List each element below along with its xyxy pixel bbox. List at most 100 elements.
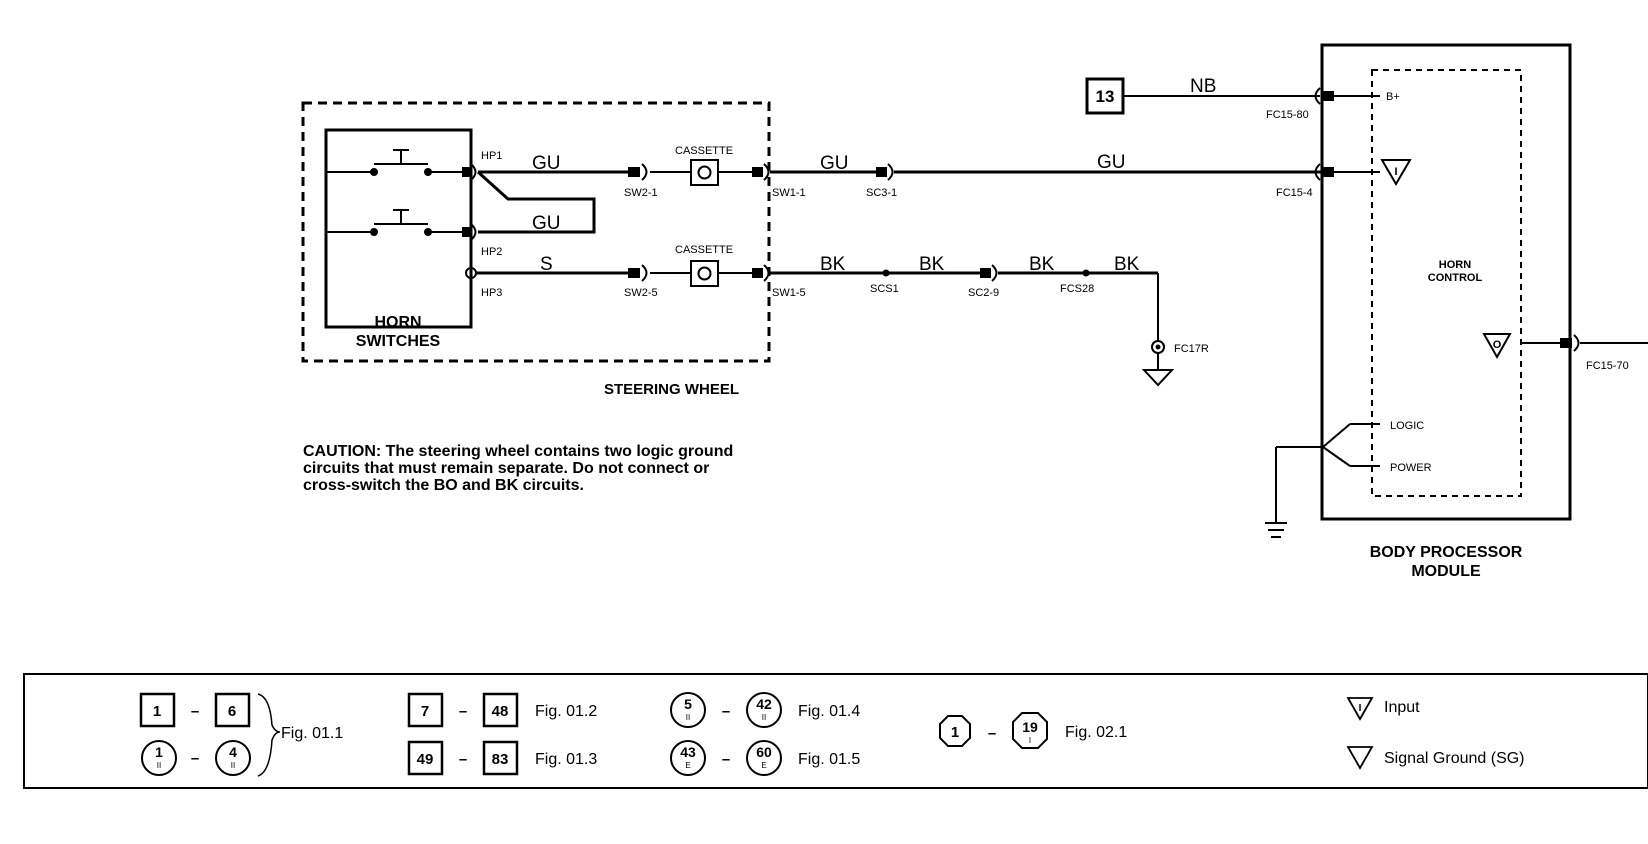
connector-13-label: 13 (1096, 87, 1115, 106)
legend-g2-fig: Fig. 01.2 (535, 703, 597, 720)
output-symbol-icon (1482, 333, 1512, 360)
steering-wheel-label: STEERING WHEEL (604, 381, 739, 398)
sw1-5-connector (752, 264, 770, 282)
legend-g1-b: 6 (228, 703, 236, 720)
horn-switches-box (324, 128, 473, 329)
pin-fc15-70: FC15-70 (1586, 360, 1629, 372)
hp1-connector (470, 163, 477, 181)
body-processor-module (1320, 43, 1572, 521)
legend-g4-circle-a (670, 692, 706, 728)
legend-g1-c-sub: II (157, 761, 161, 770)
sw2-1-connector (628, 163, 648, 181)
wire-label-gu-1: GU (532, 153, 561, 174)
horn-control-label-2: CONTROL (1428, 272, 1483, 284)
legend-box (23, 673, 1648, 789)
pin-sw1-5: SW1-5 (772, 287, 806, 299)
pin-fc15-4: FC15-4 (1276, 187, 1313, 199)
legend-g6-b-sub: I (1029, 736, 1031, 745)
legend-input-label: Input (1384, 699, 1420, 716)
pin-fc17r: FC17R (1174, 343, 1209, 355)
horn-control-label-1: HORN (1439, 259, 1471, 271)
cassette-2-label: CASSETTE (675, 244, 733, 256)
pin-scs1: SCS1 (870, 283, 899, 295)
wire-label-nb: NB (1190, 76, 1216, 97)
legend-g1-circle-c (141, 740, 177, 776)
legend-g1-fig: Fig. 01.1 (281, 725, 343, 742)
horn-switch-2 (326, 209, 471, 237)
legend-g6-b: 19 (1022, 719, 1038, 735)
legend-g5-a: 43 (680, 744, 696, 760)
legend-signal-ground-icon (1346, 746, 1374, 770)
input-symbol-icon (1380, 159, 1412, 186)
caution-line-3: cross-switch the BO and BK circuits. (303, 477, 584, 494)
wire-label-gu-2: GU (820, 153, 849, 174)
legend-g5-a-sub: E (685, 761, 690, 770)
power-label: POWER (1390, 462, 1432, 474)
pin-sc2-9: SC2-9 (968, 287, 999, 299)
pin-sc3-1: SC3-1 (866, 187, 897, 199)
fcs28-splice (1082, 269, 1090, 277)
horn-switches-label-2: SWITCHES (356, 333, 441, 350)
input-symbol-label: I (1394, 166, 1397, 178)
legend-g5-fig: Fig. 01.5 (798, 751, 860, 768)
legend-g1-box-b (214, 692, 251, 728)
legend-g1-circle-d (215, 740, 251, 776)
legend-g2-box-a (407, 692, 444, 728)
cassette-2 (690, 260, 719, 287)
horn-switches-label-1: HORN (374, 314, 421, 331)
sc3-1-connector (876, 163, 894, 181)
scs1-splice (882, 269, 890, 277)
legend-input-icon (1346, 697, 1374, 721)
legend-g6-dash: – (988, 725, 996, 742)
legend-g1-dash-1: – (191, 703, 199, 720)
wire-label-s: S (540, 254, 553, 275)
legend-g3-box-a (407, 740, 444, 776)
wire-label-bk-2: BK (919, 254, 945, 275)
cassette-1-label: CASSETTE (675, 145, 733, 157)
legend-g6-shape-b (1012, 712, 1048, 749)
horn-switch-1 (326, 149, 471, 177)
bpm-label-2: MODULE (1411, 563, 1481, 580)
pin-sw2-1: SW2-1 (624, 187, 658, 199)
legend-g3-fig: Fig. 01.3 (535, 751, 597, 768)
legend-g2-b: 48 (492, 703, 509, 720)
pin-sw1-1: SW1-1 (772, 187, 806, 199)
fc15-4-connector (1314, 163, 1334, 181)
legend-input-symbol-letter: I (1359, 703, 1362, 714)
legend-g3-box-b (482, 740, 519, 776)
pin-hp2: HP2 (481, 246, 502, 258)
legend-g2-dash: – (459, 703, 467, 720)
legend-g3-a: 49 (417, 751, 434, 768)
legend-g1-d-sub: II (231, 761, 235, 770)
caution-line-2: circuits that must remain separate. Do n… (303, 460, 710, 477)
pin-fcs28: FCS28 (1060, 283, 1094, 295)
fc17r-ground (1141, 340, 1175, 387)
bplus-label: B+ (1386, 91, 1400, 103)
cassette-1 (690, 159, 719, 186)
legend-g4-b-sub: II (762, 713, 766, 722)
legend-g1-d: 4 (229, 744, 237, 760)
legend-g6-fig: Fig. 02.1 (1065, 724, 1127, 741)
pin-hp1: HP1 (481, 150, 502, 162)
fc15-70-connector (1560, 334, 1580, 352)
legend-g5-b-sub: E (761, 761, 766, 770)
sc2-9-connector (980, 264, 998, 282)
legend-g2-box-b (482, 692, 519, 728)
caution-line-1: CAUTION: The steering wheel contains two… (303, 443, 734, 460)
legend-g1-brace (257, 693, 281, 777)
wire-gu-loop (476, 170, 596, 234)
legend-g5-circle-b (746, 740, 782, 776)
legend-g5-circle-a (670, 740, 706, 776)
output-symbol-label: O (1493, 339, 1502, 351)
fc15-80-connector (1314, 87, 1334, 105)
wire-label-gu-loop: GU (532, 213, 561, 234)
legend-g6-a: 1 (951, 724, 959, 741)
sw2-5-connector (628, 264, 648, 282)
legend-g4-b: 42 (756, 696, 772, 712)
steering-wheel-boundary (301, 101, 771, 363)
legend-g4-a: 5 (684, 696, 692, 712)
wire-label-bk-4: BK (1114, 254, 1140, 275)
horn-control-boundary (1371, 69, 1522, 497)
sw1-1-connector (752, 163, 770, 181)
